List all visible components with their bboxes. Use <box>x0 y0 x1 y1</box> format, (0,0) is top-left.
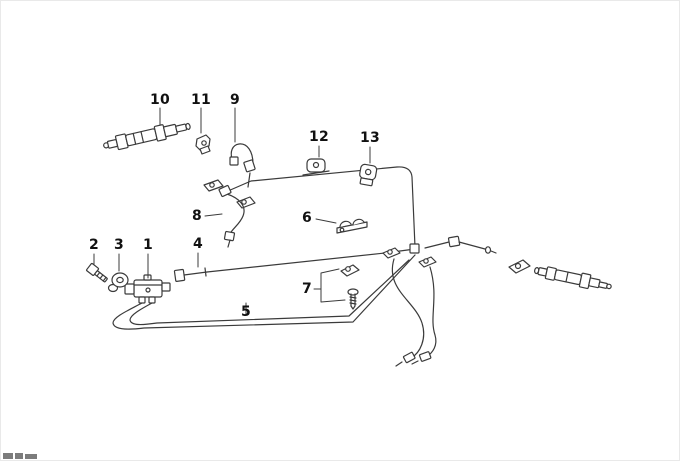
rear-hose-a <box>391 258 425 367</box>
part-6 <box>336 218 368 234</box>
callout-1: 1 <box>143 237 153 253</box>
pipe-bracket-left-upper <box>203 179 224 192</box>
callout-6: 6 <box>302 210 312 226</box>
rear-hose-b <box>411 266 437 365</box>
callout-8: 8 <box>192 208 202 224</box>
right-clip <box>508 259 531 274</box>
pipe-bracket-right-b <box>418 256 437 268</box>
leader-lines <box>93 107 371 315</box>
callout-3: 3 <box>114 237 124 253</box>
callout-13: 13 <box>360 130 380 146</box>
callout-5: 5 <box>241 304 251 320</box>
part-7 <box>340 264 360 310</box>
part-9 <box>229 143 256 188</box>
part-10 <box>103 122 191 151</box>
right-pipe-fitting <box>424 235 497 254</box>
callout-4: 4 <box>193 236 203 252</box>
watermark <box>3 453 37 459</box>
part-2 <box>86 262 108 283</box>
part-8 <box>218 184 245 248</box>
pipe-bracket-left-lower <box>236 196 256 209</box>
brake-pipes <box>112 166 420 330</box>
part-1 <box>124 274 171 304</box>
part-4 <box>173 267 208 282</box>
callout-12: 12 <box>309 129 329 145</box>
callout-2: 2 <box>89 237 99 253</box>
callout-7: 7 <box>302 281 312 297</box>
callout-10: 10 <box>150 92 170 108</box>
callout-11: 11 <box>191 92 211 108</box>
callout-9: 9 <box>230 92 240 108</box>
right-cylinder <box>534 266 612 290</box>
part-12 <box>302 158 330 176</box>
pipe-bracket-right-a <box>382 247 401 259</box>
part-3 <box>107 272 129 293</box>
part-11 <box>195 134 211 155</box>
part-13 <box>359 163 378 187</box>
